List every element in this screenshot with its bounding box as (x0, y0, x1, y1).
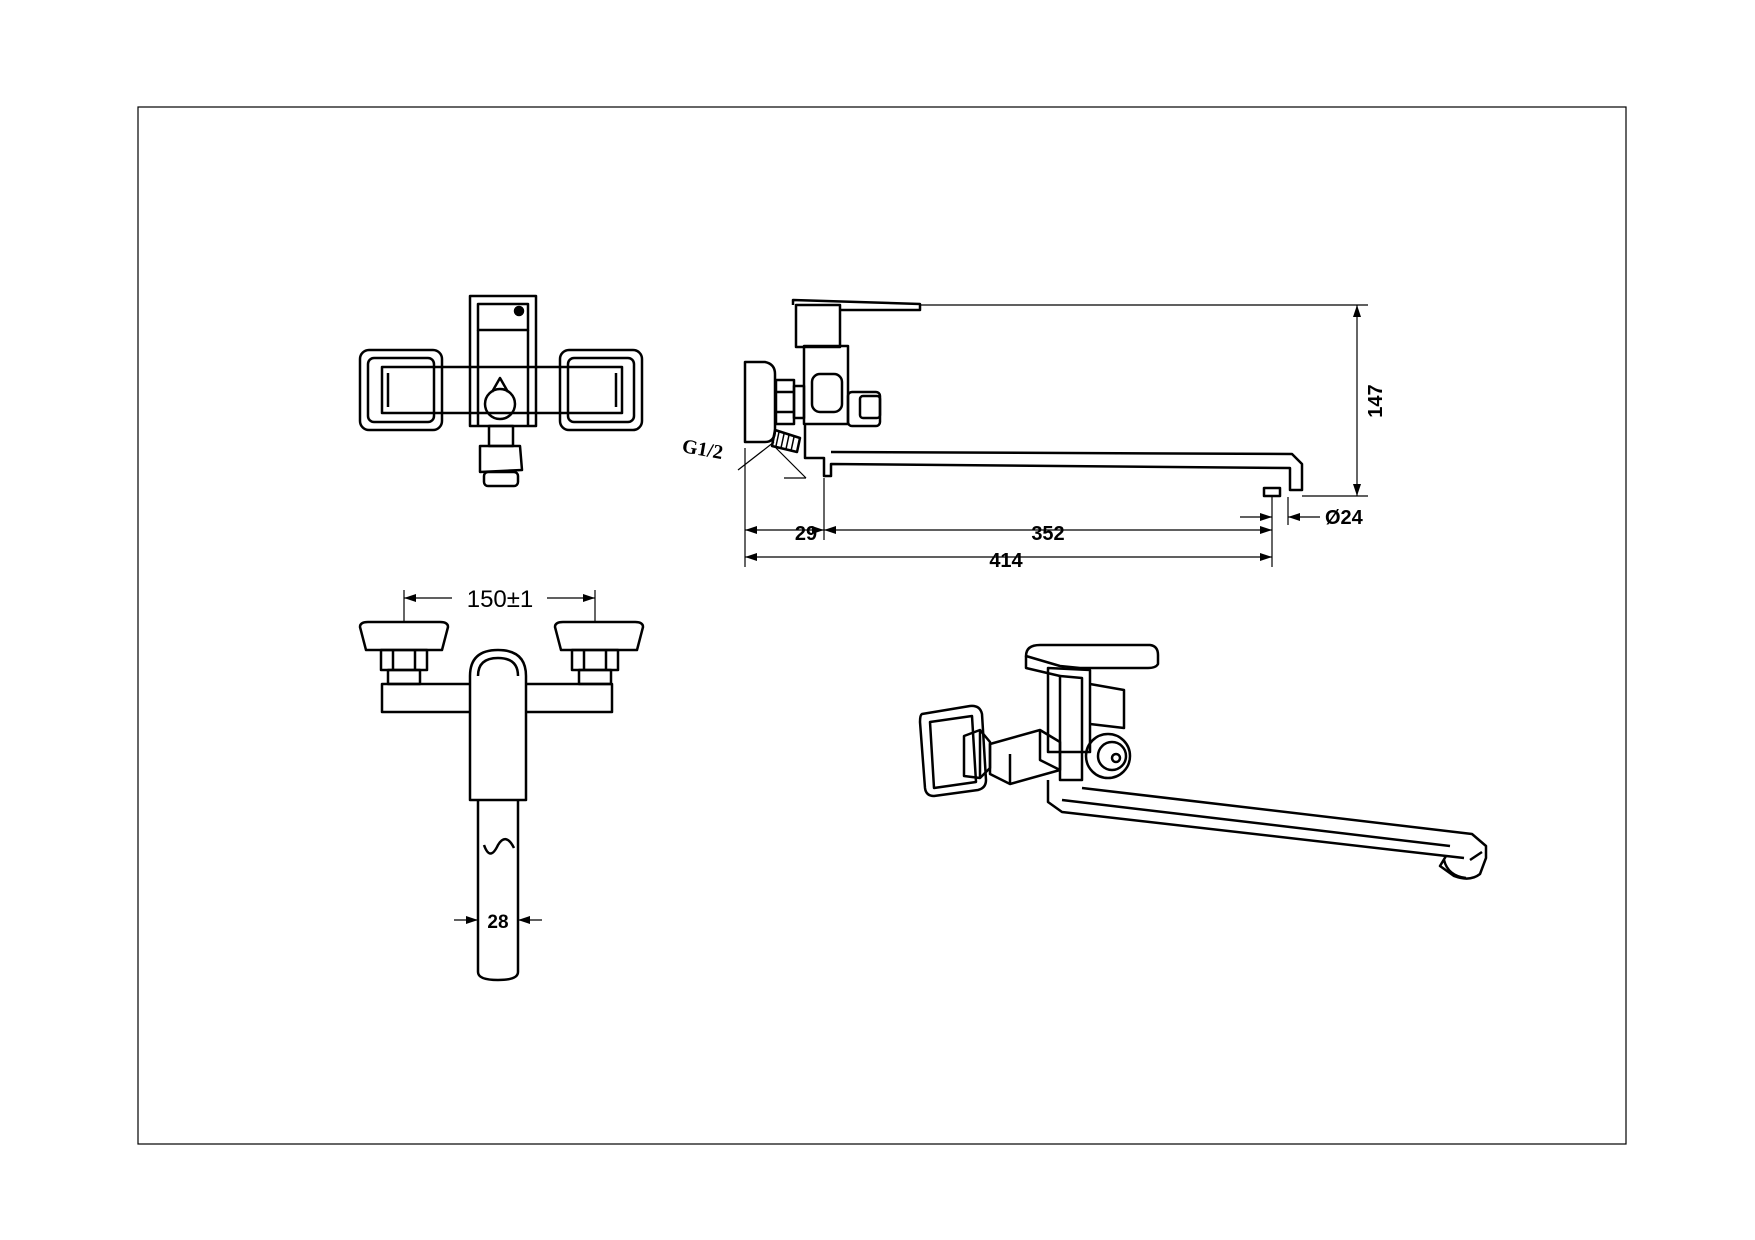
side-view (743, 298, 1304, 498)
dimension-outlet-diameter: Ø24 (1325, 507, 1364, 529)
front-view (358, 620, 645, 982)
isometric-view (918, 643, 1488, 880)
dimension-thread-g12: G1/2 (680, 435, 724, 464)
side-dimensions (737, 304, 1368, 567)
top-view (358, 294, 644, 488)
dimension-29: 29 (795, 523, 817, 545)
dimension-147: 147 (1365, 384, 1387, 417)
dimension-352: 352 (1031, 523, 1064, 545)
dimension-150: 150±1 (467, 586, 534, 613)
dimension-28: 28 (487, 912, 508, 933)
dimension-414: 414 (989, 550, 1023, 572)
drawing-frame (137, 106, 1627, 1145)
front-dimensions (403, 590, 596, 924)
